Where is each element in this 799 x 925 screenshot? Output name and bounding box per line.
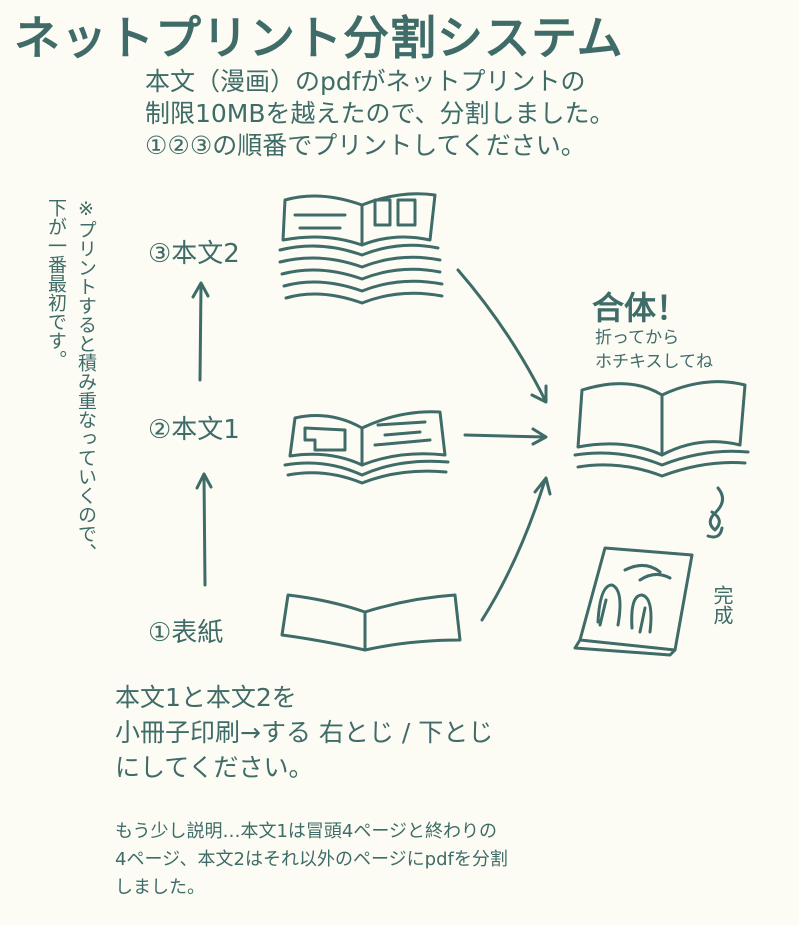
arrow-right-icon [480,476,552,622]
additional-note: もう少し説明…本文1は冒頭4ページと終わりの 4ページ、本文2はそれ以外のページ… [115,818,508,902]
book-stack-icon [278,192,444,305]
hint-line: 折ってから [595,328,680,348]
intro-line: 制限10MBを越えたので、分割しました。 [145,99,615,128]
intro-line: 本文（漫画）のpdfがネットプリントの [145,67,586,96]
step-1-label: ①表紙 [148,618,224,648]
print-instructions: 本文1と本文2を 小冊子印刷→する 右とじ / 下とじ にしてください。 [115,680,493,785]
step-3-label: ③本文2 [148,239,240,269]
arrow-right-icon [463,427,548,446]
vertical-note-line-1: ※プリントすると積み重なっていくので、 [75,198,97,562]
note-line: しました。 [115,877,205,898]
step-2-label: ②本文1 [148,415,240,445]
page-title: ネットプリント分割システム [14,11,624,65]
note-line: もう少し説明…本文1は冒頭4ページと終わりの [115,821,498,842]
done-label: 完成 [710,585,734,625]
cover-sheet-icon [280,593,462,652]
vertical-note-line-2: 下が一番最初です。 [45,198,67,369]
note-line: 4ページ、本文2はそれ以外のページにpdfを分割 [115,849,508,870]
finished-booklet-icon [573,546,694,657]
combined-book-icon [573,380,750,478]
combine-hint: 折ってから ホチキスしてね [595,326,713,374]
intro-line: ①②③の順番でプリントしてください。 [145,131,586,160]
combine-title: 合体！ [592,289,689,327]
instruction-line: 本文1と本文2を [115,683,297,712]
arrow-up-icon [195,472,213,587]
hint-line: ホチキスしてね [595,352,713,372]
arrow-right-icon [456,268,548,404]
instruction-line: にしてください。 [115,753,314,782]
intro-text: 本文（漫画）のpdfがネットプリントの 制限10MBを越えたので、分割しました。… [145,66,615,162]
swirl-arrow-icon [706,486,724,539]
instruction-line: 小冊子印刷→する 右とじ / 下とじ [115,718,494,747]
arrow-up-icon [191,281,210,382]
open-book-icon [283,410,450,485]
